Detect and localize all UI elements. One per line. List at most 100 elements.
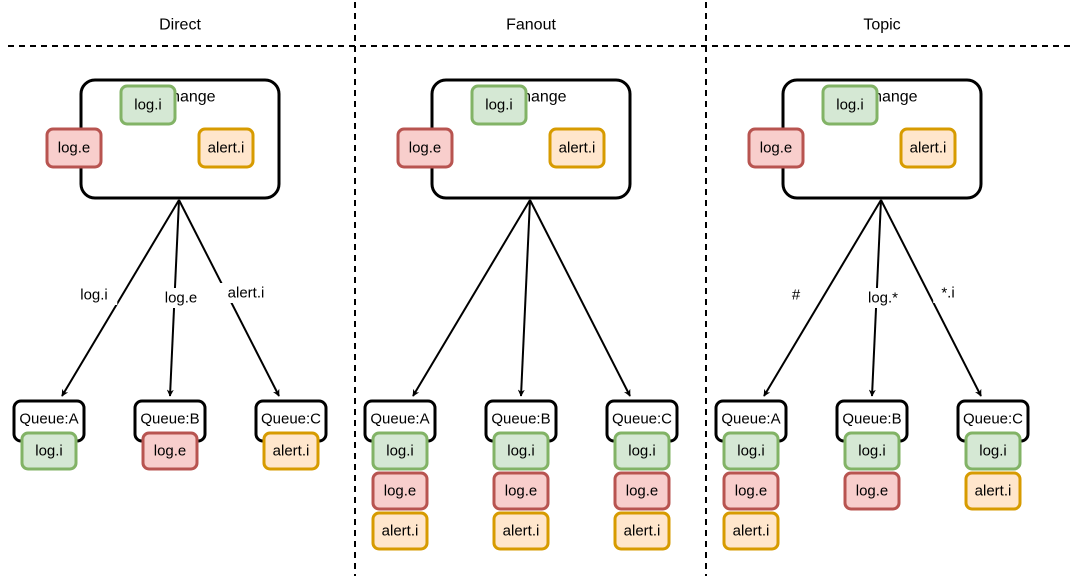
queue-c: Queue:C alert.i	[254, 399, 328, 471]
queue-name: Queue:C	[963, 411, 1023, 428]
panel-title: Topic	[863, 17, 900, 34]
queued-message: log.e	[371, 471, 429, 511]
message-label: log.e	[760, 140, 793, 157]
queue-name: Queue:B	[491, 411, 550, 428]
message-label: log.i	[485, 97, 513, 114]
binding-arrow	[529, 199, 631, 397]
queued-message: log.i	[843, 431, 901, 471]
binding-key: alert.i	[228, 285, 265, 302]
queue-name: Queue:C	[612, 411, 672, 428]
exchange-message: alert.i	[548, 127, 606, 169]
message-label: log.i	[35, 443, 63, 460]
queue-a: Queue:A log.i log.e alert.i	[714, 399, 788, 551]
queue-name: Queue:A	[19, 411, 78, 428]
message-label: log.i	[858, 443, 886, 460]
message-label: alert.i	[975, 483, 1012, 500]
queue-b: Queue:B log.i log.e alert.i	[484, 399, 558, 551]
binding-key-label: log.i	[70, 285, 118, 305]
queue-name: Queue:B	[140, 411, 199, 428]
binding-key-label: alert.i	[214, 283, 278, 303]
exchange-message: log.e	[396, 127, 454, 169]
message-label: alert.i	[208, 140, 245, 157]
message-label: log.i	[134, 97, 162, 114]
exchange-message: log.i	[470, 84, 528, 126]
queue-a: Queue:A log.i log.e alert.i	[363, 399, 437, 551]
message-label: log.e	[505, 483, 538, 500]
queued-message: log.e	[722, 471, 780, 511]
queued-message: alert.i	[492, 511, 550, 551]
message-label: log.i	[507, 443, 535, 460]
binding-key: #	[792, 287, 801, 304]
message-label: log.i	[628, 443, 656, 460]
exchange-message: log.e	[45, 127, 103, 169]
queued-message: log.i	[722, 431, 780, 471]
queued-message: log.e	[843, 471, 901, 511]
divider-lines	[8, 2, 1072, 576]
queued-message: log.e	[613, 471, 671, 511]
binding-key: *.i	[941, 285, 954, 302]
binding-arrow	[412, 199, 531, 397]
queue-name: Queue:C	[261, 411, 321, 428]
queued-message: log.i	[371, 431, 429, 471]
message-label: log.e	[384, 483, 417, 500]
queue-c: Queue:C log.i alert.i	[956, 399, 1030, 511]
exchange-message: log.i	[119, 84, 177, 126]
message-label: alert.i	[910, 140, 947, 157]
queued-message: log.i	[20, 431, 78, 471]
message-label: log.e	[409, 140, 442, 157]
message-label: log.e	[154, 443, 187, 460]
message-label: log.i	[737, 443, 765, 460]
queue-name: Queue:A	[721, 411, 780, 428]
queue-c: Queue:C log.i log.e alert.i	[605, 399, 679, 551]
binding-key-label: log.e	[157, 288, 205, 308]
queued-message: alert.i	[262, 431, 320, 471]
message-label: log.i	[979, 443, 1007, 460]
message-label: alert.i	[559, 140, 596, 157]
message-label: alert.i	[273, 443, 310, 460]
queued-message: alert.i	[371, 511, 429, 551]
queued-message: log.e	[492, 471, 550, 511]
queued-message: log.i	[964, 431, 1022, 471]
panel-title: Fanout	[506, 17, 556, 34]
binding-arrow	[880, 199, 982, 397]
queued-message: log.i	[613, 431, 671, 471]
queued-message: log.e	[141, 431, 199, 471]
message-label: alert.i	[503, 523, 540, 540]
queue-a: Queue:A log.i	[12, 399, 86, 471]
binding-key-label: log.*	[859, 288, 907, 308]
binding-key-label: *.i	[933, 283, 963, 303]
binding-arrow	[61, 199, 180, 397]
message-label: log.e	[856, 483, 889, 500]
message-label: log.i	[836, 97, 864, 114]
queue-b: Queue:B log.e	[133, 399, 207, 471]
queue-b: Queue:B log.i log.e	[835, 399, 909, 511]
exchange-message: alert.i	[197, 127, 255, 169]
queue-name: Queue:B	[842, 411, 901, 428]
exchange-message: log.e	[747, 127, 805, 169]
queued-message: log.i	[492, 431, 550, 471]
exchange-message: log.i	[821, 84, 879, 126]
queued-message: alert.i	[964, 471, 1022, 511]
binding-arrow	[517, 199, 531, 397]
queued-message: alert.i	[722, 511, 780, 551]
binding-key: log.e	[165, 290, 198, 307]
message-label: alert.i	[624, 523, 661, 540]
binding-key: log.*	[868, 290, 898, 307]
queued-message: alert.i	[613, 511, 671, 551]
exchange-message: alert.i	[899, 127, 957, 169]
message-label: alert.i	[733, 523, 770, 540]
message-label: log.e	[58, 140, 91, 157]
panel-title: Direct	[159, 17, 201, 34]
message-label: log.e	[626, 483, 659, 500]
queue-name: Queue:A	[370, 411, 429, 428]
message-label: log.e	[735, 483, 768, 500]
message-label: alert.i	[382, 523, 419, 540]
binding-arrow	[763, 199, 882, 397]
